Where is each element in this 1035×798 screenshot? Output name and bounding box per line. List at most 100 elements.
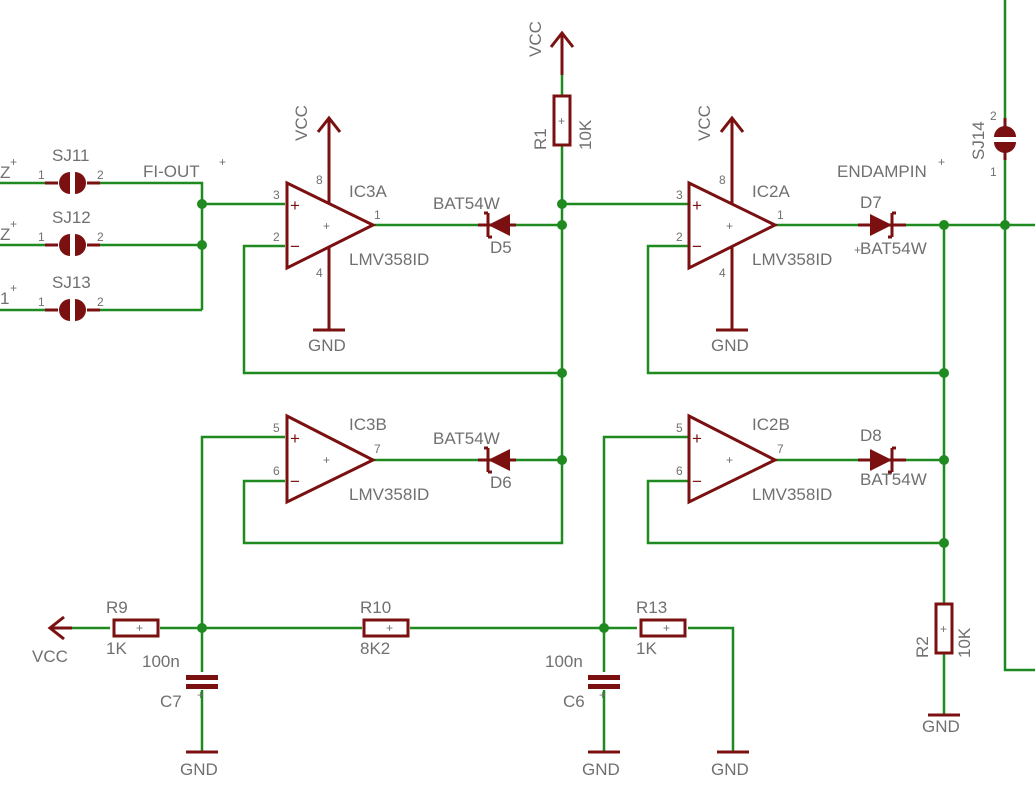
wire-rc-chain	[70, 626, 735, 752]
svg-text:5: 5	[273, 421, 280, 435]
svg-text:−: −	[290, 472, 300, 491]
svg-text:1: 1	[38, 230, 45, 244]
diode-d7: D7 BAT54W	[858, 193, 927, 258]
sj13-jumper: SJ13 1 2	[38, 273, 104, 321]
capacitor-c7: + 100n C7	[142, 652, 218, 711]
svg-text:8: 8	[719, 173, 726, 187]
gnd-symbol-ic3a: GND	[308, 328, 346, 355]
svg-text:+: +	[663, 621, 670, 635]
resistor-r13: + R13 1K	[636, 598, 687, 658]
gnd-label: GND	[711, 760, 749, 779]
capacitor-c6: + 100n C6	[545, 652, 620, 711]
r13-name: R13	[636, 598, 667, 617]
svg-text:1: 1	[777, 208, 784, 222]
ic3b-value: LMV358ID	[349, 485, 429, 504]
d6-name: D6	[490, 473, 512, 492]
junction-dot	[939, 220, 949, 230]
svg-text:+: +	[10, 217, 17, 231]
sj11-label: SJ11	[52, 146, 90, 165]
svg-text:5: 5	[676, 421, 683, 435]
opamp-ic2b: + − + 5 6 7 IC2B LMV358ID	[676, 413, 832, 505]
wire-caps	[200, 628, 606, 752]
svg-text:+: +	[726, 219, 733, 233]
svg-text:6: 6	[273, 464, 280, 478]
resistor-r1: + R1 10K	[531, 94, 595, 150]
junction-dot	[557, 368, 567, 378]
r2-name: R2	[913, 636, 932, 658]
c6-value: 100n	[545, 652, 583, 671]
svg-text:+: +	[323, 219, 330, 233]
svg-text:+: +	[323, 453, 330, 467]
gnd-symbol-c7: GND	[180, 750, 218, 779]
vcc-label: VCC	[32, 647, 68, 666]
junction-dot	[197, 199, 207, 209]
svg-text:+: +	[854, 243, 861, 257]
r1-value: 10K	[576, 119, 595, 150]
svg-text:+: +	[290, 196, 300, 215]
sj11-jumper: SJ11 1 2	[38, 146, 104, 194]
r13-value: 1K	[636, 639, 657, 658]
ic2b-name: IC2B	[752, 415, 790, 434]
left-net-label: 1	[0, 289, 9, 308]
wires	[0, 0, 1035, 752]
wire-ic3a-feedback	[242, 244, 562, 375]
d8-value: BAT54W	[860, 470, 927, 489]
wire-ic3b-feedback	[242, 460, 564, 545]
diode-d5: BAT54W D5	[433, 194, 516, 257]
left-net-label: Z	[0, 225, 10, 244]
svg-text:7: 7	[777, 442, 784, 456]
junction-dot	[197, 623, 207, 633]
resistor-r2: + R2 10K	[913, 602, 974, 658]
svg-text:+: +	[197, 688, 204, 702]
svg-text:1: 1	[38, 168, 45, 182]
wire-ic2b-feedback	[646, 479, 944, 545]
svg-text:2: 2	[990, 109, 997, 123]
opamp-ic3a: + − + 3 2 1 8 4 IC3A LMV358ID	[273, 135, 429, 330]
diode-d6: BAT54W D6	[433, 429, 516, 492]
svg-text:1: 1	[374, 208, 381, 222]
svg-text:+: +	[599, 688, 606, 702]
gnd-label: GND	[922, 717, 960, 736]
svg-text:+: +	[940, 622, 947, 636]
junction-dot	[557, 455, 567, 465]
opamp-ic3b: + − + 5 6 7 IC3B LMV358ID	[273, 413, 429, 505]
r9-value: 1K	[106, 639, 127, 658]
resistor-r9: + R9 1K	[106, 598, 160, 658]
svg-text:+: +	[558, 114, 565, 128]
sj12-jumper: SJ12 1 2	[38, 208, 104, 256]
ic2a-name: IC2A	[752, 182, 790, 201]
d5-value: BAT54W	[433, 194, 500, 213]
wire-ic3b-plus	[200, 435, 285, 628]
svg-text:+: +	[290, 429, 300, 448]
svg-text:+: +	[386, 621, 393, 635]
svg-text:1: 1	[38, 295, 45, 309]
svg-text:+: +	[219, 155, 226, 169]
gnd-label: GND	[180, 760, 218, 779]
svg-text:−: −	[290, 237, 300, 256]
svg-text:7: 7	[374, 442, 381, 456]
vcc-symbol-left: VCC	[32, 615, 72, 666]
svg-text:4: 4	[719, 266, 726, 280]
sj14-label: SJ14	[969, 121, 988, 160]
net-label-endampin: ENDAMPIN	[837, 162, 927, 181]
svg-text:4: 4	[316, 266, 323, 280]
svg-text:+: +	[136, 621, 143, 635]
svg-text:8: 8	[316, 173, 323, 187]
svg-text:+: +	[692, 196, 702, 215]
gnd-symbol-c6: GND	[582, 750, 620, 779]
svg-text:3: 3	[676, 188, 683, 202]
r9-name: R9	[106, 598, 128, 617]
d6-value: BAT54W	[433, 429, 500, 448]
junction-dot	[939, 538, 949, 548]
gnd-symbol-ic2a: GND	[711, 328, 749, 355]
svg-text:+: +	[692, 429, 702, 448]
r2-value: 10K	[955, 627, 974, 658]
vcc-label: VCC	[292, 105, 311, 141]
wire-sj14	[1003, 0, 1035, 672]
diode-d8: D8 BAT54W	[858, 426, 927, 489]
svg-text:−: −	[692, 237, 702, 256]
svg-text:+: +	[10, 281, 17, 295]
ic3a-name: IC3A	[349, 182, 387, 201]
junctions	[197, 199, 1010, 633]
